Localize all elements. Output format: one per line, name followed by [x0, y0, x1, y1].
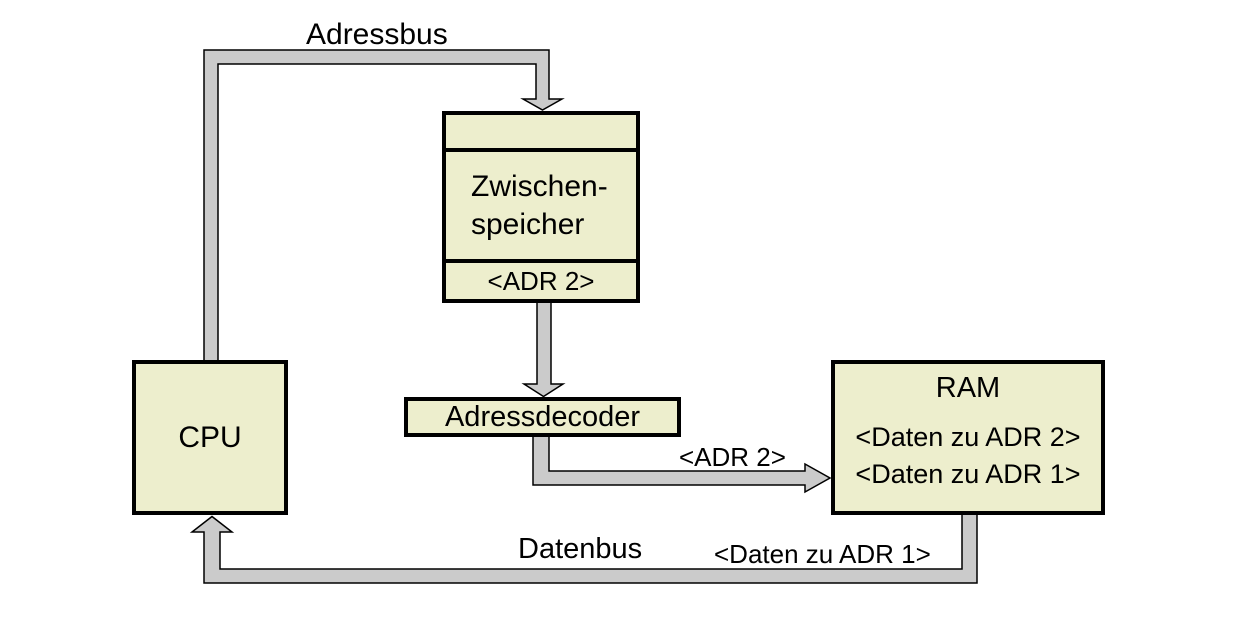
address-decoder-node: Adressdecoder	[404, 397, 681, 437]
buffer-label-line1: Zwischen-	[471, 169, 608, 203]
buffer-address-slot: <ADR 2>	[446, 263, 636, 299]
data-bus-connector-arrow	[189, 510, 978, 584]
buffer-label: Zwischen- speicher	[446, 152, 636, 259]
buffer-divider-bottom	[446, 259, 636, 263]
adr2-bus-label: <ADR 2>	[679, 442, 786, 472]
buffer-label-line2: speicher	[471, 207, 585, 241]
buffer-node: Zwischen- speicher <ADR 2>	[442, 111, 640, 303]
address-decoder-label: Adressdecoder	[444, 400, 641, 433]
cpu-label: CPU	[178, 420, 242, 454]
address-bus-connector-arrow	[203, 49, 565, 365]
data-bus-label: Datenbus	[518, 533, 643, 565]
ram-node: RAM <Daten zu ADR 2> <Daten zu ADR 1>	[831, 360, 1105, 515]
ram-data-rows: <Daten zu ADR 2> <Daten zu ADR 1>	[835, 419, 1101, 493]
data-bus-payload-label: <Daten zu ADR 1>	[714, 539, 931, 569]
buffer-empty-slot	[446, 115, 636, 148]
buffer-to-decoder-arrow	[521, 300, 566, 398]
ram-data-row: <Daten zu ADR 2>	[855, 422, 1081, 452]
ram-data-row: <Daten zu ADR 1>	[855, 459, 1081, 489]
decoder-to-ram-arrow	[532, 434, 832, 494]
buffer-divider-top	[446, 148, 636, 152]
buffer-address-slot-value: <ADR 2>	[487, 265, 595, 296]
cpu-node: CPU	[132, 360, 288, 515]
address-bus-label: Adressbus	[306, 18, 448, 51]
ram-title: RAM	[935, 372, 1001, 404]
